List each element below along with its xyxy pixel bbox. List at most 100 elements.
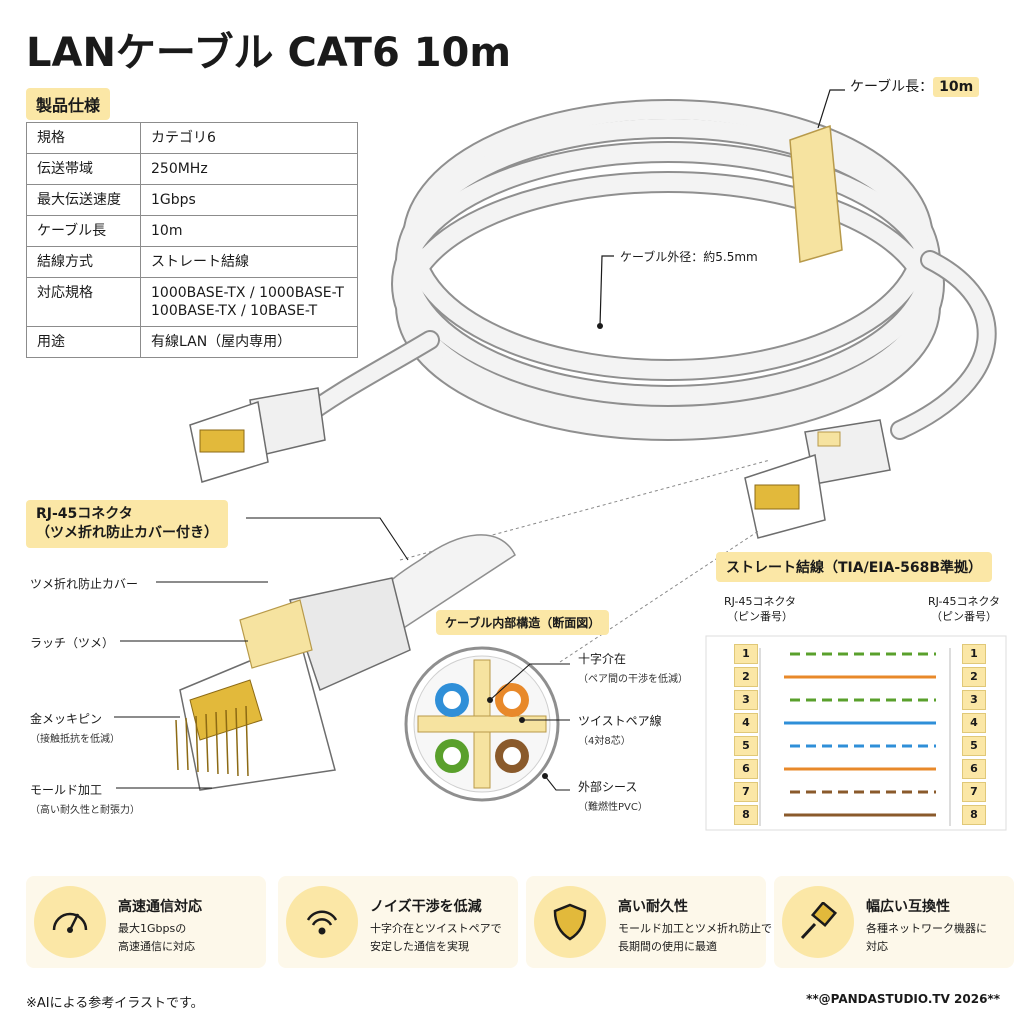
feature-desc: 十字介在とツイストペアで安定した通信を実現	[370, 920, 502, 956]
cross-section-diagram	[404, 646, 560, 802]
feature-desc: モールド加工とツメ折れ防止で長期間の使用に最適	[618, 920, 772, 956]
spec-key: 規格	[26, 122, 141, 154]
feature-card: 高速通信対応 最大1Gbpsの高速通信に対応	[26, 876, 266, 968]
spec-value: 1Gbps	[140, 184, 358, 216]
pin-right-1: 1	[962, 644, 986, 664]
pin-left-8: 8	[734, 805, 758, 825]
right-plug	[744, 419, 891, 539]
feature-card: 高い耐久性 モールド加工とツメ折れ防止で長期間の使用に最適	[526, 876, 772, 968]
pin-left-5: 5	[734, 736, 758, 756]
speedometer-icon	[34, 886, 106, 958]
cable-length-caption: ケーブル長：	[850, 79, 934, 95]
feature-card: 幅広い互換性 各種ネットワーク機器に対応	[774, 876, 1014, 968]
wiring-left-head-line2: （ピン番号）	[727, 610, 793, 623]
callout-sub: （接触抵抗を低減）	[30, 734, 120, 745]
wiring-heading: ストレート結線（TIA/EIA-568B準拠）	[716, 552, 993, 582]
pin-right-5: 5	[962, 736, 986, 756]
pin-right-2: 2	[962, 667, 986, 687]
callout-sub: （難燃性PVC）	[578, 802, 648, 813]
cable-diameter-label: ケーブル外径：約5.5mm	[620, 250, 758, 264]
cable-coil	[290, 99, 997, 441]
cable-illustration	[114, 89, 1007, 831]
callout-title: 十字介在	[578, 652, 627, 666]
spec-heading: 製品仕様	[26, 88, 111, 120]
cross-section-leaders	[489, 663, 570, 791]
callout-sub: （ペア間の干渉を低減）	[578, 674, 688, 685]
pin-right-8: 8	[962, 805, 986, 825]
feature-desc-line2: 長期間の使用に最適	[618, 940, 717, 953]
diameter-leader	[599, 255, 614, 327]
footer-note: ※AIによる参考イラストです。	[26, 996, 204, 1011]
feature-desc-line1: 各種ネットワーク機器に	[866, 922, 987, 935]
feature-desc-line1: 十字介在とツイストペアで	[370, 922, 502, 935]
wiring-left-head-line1: RJ-45コネクタ	[723, 595, 797, 608]
pin-left-4: 4	[734, 713, 758, 733]
callout-twisted-pair: ツイストペア線 （4対8芯）	[578, 712, 662, 747]
feature-desc: 最大1Gbpsの高速通信に対応	[118, 920, 195, 956]
cable-length-label: ケーブル長：10m	[850, 76, 980, 97]
wiring-diagram	[705, 635, 1007, 831]
spec-key: 対応規格	[26, 277, 141, 327]
callout-molding: モールド加工（高い耐久性と耐張力）	[30, 781, 140, 816]
callout-cross-filler: 十字介在 （ペア間の干渉を低減）	[578, 650, 688, 685]
spec-value: カテゴリ6	[140, 122, 358, 154]
feature-desc-line1: 最大1Gbpsの	[118, 922, 187, 935]
callout-boot-cover: ツメ折れ防止カバー	[30, 575, 138, 592]
pin-right-6: 6	[962, 759, 986, 779]
pin-left-1: 1	[734, 644, 758, 664]
spec-value-line1: 1000BASE-TX / 1000BASE-T	[151, 285, 344, 301]
spec-value-line2: 100BASE-TX / 10BASE-T	[151, 303, 318, 319]
wiring-right-head: RJ-45コネクタ （ピン番号）	[908, 594, 1020, 624]
callout-gold-pins: 金メッキピン （接触抵抗を低減）	[30, 710, 120, 745]
callout-latch: ラッチ（ツメ）	[30, 634, 114, 651]
wiring-right-head-line1: RJ-45コネクタ	[927, 595, 1001, 608]
feature-desc-line2: 高速通信に対応	[118, 940, 195, 953]
feature-title: 幅広い互換性	[866, 899, 950, 915]
connector-closeup	[175, 534, 516, 791]
connector-leaders	[114, 517, 409, 789]
connector-heading-line2: （ツメ折れ防止カバー付き）	[36, 525, 218, 541]
feature-desc: 各種ネットワーク機器に対応	[866, 920, 987, 956]
signal-wave-icon	[286, 886, 358, 958]
shield-icon	[534, 886, 606, 958]
feature-title: ノイズ干渉を低減	[370, 899, 482, 915]
callout-title: 外部シース	[578, 780, 638, 794]
callout-title: ツイストペア線	[578, 714, 662, 728]
spec-row: 結線方式ストレート結線	[26, 246, 358, 278]
cable-tie	[789, 124, 843, 263]
spec-key: 用途	[26, 326, 141, 358]
feature-desc-line2: 対応	[866, 940, 888, 953]
spec-key: 結線方式	[26, 246, 141, 278]
callout-title: ツメ折れ防止カバー	[30, 577, 139, 591]
pin-left-2: 2	[734, 667, 758, 687]
callout-title: ラッチ（ツメ）	[30, 636, 115, 650]
feature-title: 高い耐久性	[618, 899, 688, 915]
length-leader	[817, 89, 845, 129]
callout-sub: （4対8芯）	[578, 736, 631, 747]
callout-outer-sheath: 外部シース （難燃性PVC）	[578, 778, 648, 813]
spec-value: ストレート結線	[140, 246, 358, 278]
wiring-left-head: RJ-45コネクタ （ピン番号）	[704, 594, 816, 624]
pin-right-4: 4	[962, 713, 986, 733]
spec-value: 有線LAN（屋内専用）	[140, 326, 358, 358]
wiring-right-head-line2: （ピン番号）	[931, 610, 997, 623]
pin-right-7: 7	[962, 782, 986, 802]
callout-title: 金メッキピン	[30, 712, 103, 726]
callout-sub: （高い耐久性と耐張力）	[30, 805, 140, 816]
connector-heading: RJ-45コネクタ （ツメ折れ防止カバー付き）	[26, 500, 228, 548]
cross-section-heading: ケーブル内部構造（断面図）	[436, 610, 610, 635]
pin-left-3: 3	[734, 690, 758, 710]
left-plug	[189, 387, 326, 483]
footer-credit: **@PANDASTUDIO.TV 2026**	[806, 992, 1000, 1006]
spec-row: 規格カテゴリ6	[26, 122, 358, 154]
pin-left-6: 6	[734, 759, 758, 779]
pin-right-3: 3	[962, 690, 986, 710]
plug-icon	[782, 886, 854, 958]
feature-card: ノイズ干渉を低減 十字介在とツイストペアで安定した通信を実現	[278, 876, 518, 968]
wire-lines	[784, 652, 936, 817]
spec-key: ケーブル長	[26, 215, 141, 247]
spec-row: 用途有線LAN（屋内専用）	[26, 326, 358, 358]
